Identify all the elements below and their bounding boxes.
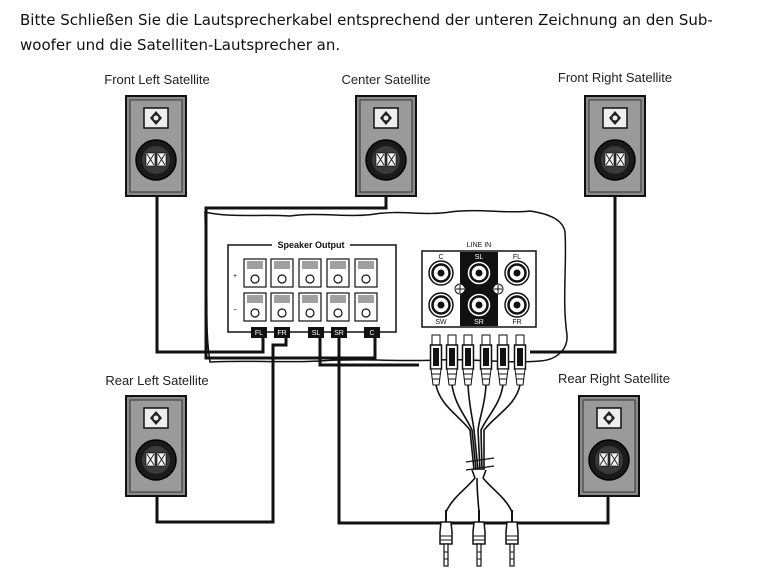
line-in-title: LINE IN (467, 242, 492, 249)
speaker-label-rear-right: Rear Right Satellite (558, 371, 670, 386)
jack-plug-row (439, 509, 519, 567)
terminal-labels: FL FR SL SR C (251, 327, 380, 338)
terminal-clip-minus-3[interactable] (298, 292, 322, 322)
rca-cable-bundle (435, 384, 521, 513)
speaker-label-front-right: Front Right Satellite (558, 70, 672, 85)
instruction-line-1: Bitte Schließen Sie die Lautsprecherkabe… (20, 11, 713, 29)
instruction-text: Bitte Schließen Sie die Lautsprecherkabe… (20, 8, 755, 58)
terminal-clips (243, 258, 378, 322)
plus-label: + (233, 273, 237, 280)
jack-label-fr: FR (512, 319, 521, 326)
instruction-line-2: woofer und die Satelliten-Lautsprecher a… (20, 36, 341, 54)
terminal-clip-minus-4[interactable] (326, 292, 350, 322)
terminal-clip-minus-5[interactable] (354, 292, 378, 322)
terminal-label-fl: FL (255, 330, 263, 337)
speaker-front-left: Front Left Satellite (104, 72, 210, 197)
terminal-clip-plus-1[interactable] (243, 258, 267, 288)
speaker-center: Center Satellite (342, 72, 431, 197)
terminal-label-fr: FR (277, 330, 286, 337)
speaker-output-title: Speaker Output (277, 240, 344, 250)
speaker-label-center: Center Satellite (342, 72, 431, 87)
jack-label-c: C (438, 254, 443, 261)
minus-label: − (233, 307, 237, 314)
speaker-front-right: Front Right Satellite (558, 70, 672, 197)
terminal-clip-minus-2[interactable] (270, 292, 294, 322)
terminal-label-c: C (369, 330, 374, 337)
subwoofer-panel (204, 209, 568, 363)
wire-rear-left (155, 338, 288, 524)
terminal-clip-minus-1[interactable] (243, 292, 267, 322)
jack-sl[interactable] (465, 259, 493, 287)
terminal-label-sl: SL (312, 330, 321, 337)
jack-sr[interactable] (465, 291, 493, 319)
speaker-rear-right: Rear Right Satellite (558, 371, 670, 497)
terminal-clip-plus-4[interactable] (326, 258, 350, 288)
jack-c[interactable] (427, 259, 455, 287)
terminal-label-sr: SR (334, 330, 344, 337)
speaker-rear-left: Rear Left Satellite (105, 373, 209, 497)
line-in-panel: LINE IN C SL FL SW SR FR (421, 242, 537, 328)
speaker-label-rear-left: Rear Left Satellite (105, 373, 208, 388)
terminal-clip-plus-2[interactable] (270, 258, 294, 288)
wire-front-left (155, 196, 265, 354)
wire-front-right (530, 196, 617, 354)
jack-sw[interactable] (427, 291, 455, 319)
terminal-clip-plus-5[interactable] (354, 258, 378, 288)
terminal-clip-plus-3[interactable] (298, 258, 322, 288)
panel-screw-right (492, 283, 504, 295)
panel-screw-left (454, 283, 466, 295)
speaker-label-front-left: Front Left Satellite (104, 72, 210, 87)
jack-label-sw: SW (435, 319, 447, 326)
wire-surround-left (318, 338, 419, 367)
jack-fl[interactable] (503, 259, 531, 287)
wire-center (204, 196, 388, 360)
speaker-wires (155, 196, 617, 525)
jack-fr[interactable] (503, 291, 531, 319)
jack-label-sl: SL (475, 254, 484, 261)
jack-label-sr: SR (474, 319, 484, 326)
jack-label-fl: FL (513, 254, 521, 261)
